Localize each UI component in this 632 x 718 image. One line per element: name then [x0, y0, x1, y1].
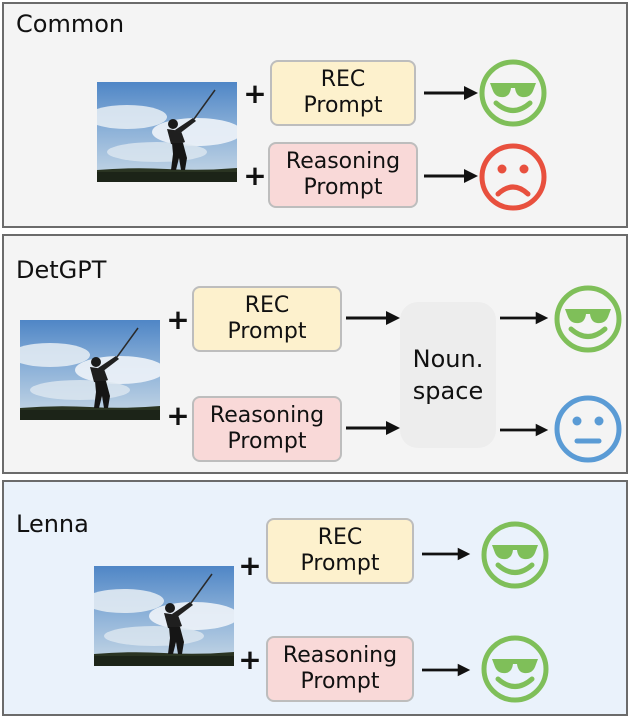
reasoning-prompt-box: Reasoning Prompt — [192, 396, 342, 462]
panel-title: Common — [16, 10, 125, 38]
happy-sunglasses-icon — [480, 520, 550, 590]
panel-lenna: Lenna + + REC Prompt Reasoning Prompt — [2, 480, 628, 716]
right-arrow-icon — [346, 308, 402, 328]
right-arrow-icon — [424, 166, 480, 186]
golfer-photo — [20, 320, 160, 420]
happy-sunglasses-icon — [553, 284, 623, 354]
rec-prompt-box: REC Prompt — [266, 518, 414, 584]
reasoning-prompt-box: Reasoning Prompt — [268, 142, 418, 208]
sad-face-icon — [478, 142, 548, 212]
noun-space-box: Noun. space — [400, 302, 496, 448]
plus-sign: + — [243, 159, 267, 192]
neutral-face-icon — [553, 394, 623, 464]
reasoning-prompt-box: Reasoning Prompt — [266, 636, 414, 702]
golfer-photo — [94, 566, 234, 666]
right-arrow-icon — [500, 420, 550, 440]
plus-sign: + — [166, 303, 190, 336]
panel-title: Lenna — [16, 510, 89, 538]
right-arrow-icon — [500, 308, 550, 328]
right-arrow-icon — [422, 660, 472, 680]
happy-sunglasses-icon — [478, 58, 548, 128]
panel-title: DetGPT — [16, 256, 107, 284]
panel-detgpt: DetGPT + + REC Prompt Reasoning Prompt N… — [2, 234, 628, 474]
rec-prompt-box: REC Prompt — [192, 286, 342, 352]
plus-sign: + — [166, 399, 190, 432]
right-arrow-icon — [424, 83, 480, 103]
plus-sign: + — [238, 643, 262, 676]
panel-common: Common + + REC Prompt Reasoning Prompt — [2, 2, 628, 228]
golfer-photo — [97, 82, 237, 182]
happy-sunglasses-icon — [480, 634, 550, 704]
right-arrow-icon — [422, 544, 472, 564]
right-arrow-icon — [346, 418, 402, 438]
rec-prompt-box: REC Prompt — [270, 60, 416, 126]
plus-sign: + — [243, 77, 267, 110]
plus-sign: + — [238, 549, 262, 582]
